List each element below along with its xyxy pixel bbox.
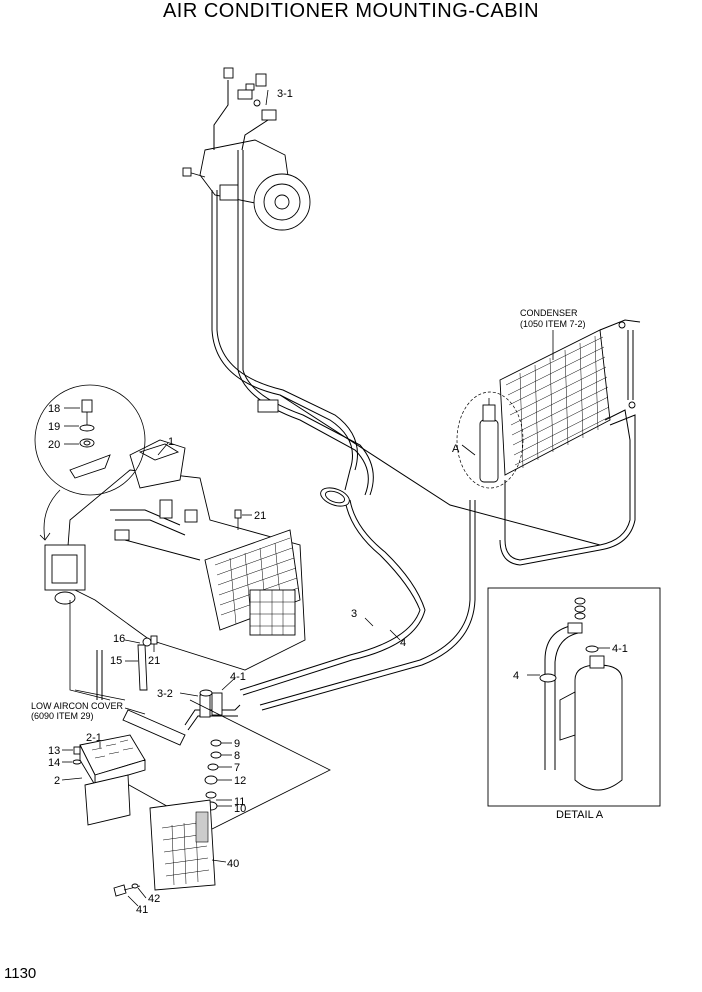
label-8: 8 [234, 750, 240, 762]
label-21: 21 [254, 510, 266, 522]
label-1: 1 [168, 436, 174, 448]
label-12: 12 [234, 775, 246, 787]
label-14: 14 [48, 757, 60, 769]
label-low-aircon-cover: LOW AIRCON COVER [31, 701, 124, 711]
label-4-1: 4-1 [230, 671, 246, 683]
label-9: 9 [234, 738, 240, 750]
label-low-aircon-cover-ref: (6090 ITEM 29) [31, 711, 94, 721]
drain-hose-15-16 [96, 635, 158, 700]
label-13: 13 [48, 745, 60, 757]
fastener-detail-circle [34, 384, 146, 496]
label-11: 11 [234, 796, 245, 808]
condenser [279, 319, 641, 566]
label-19: 19 [48, 421, 60, 433]
label-detail-a-caption: DETAIL A [556, 809, 604, 821]
refrigerant-hoses [211, 150, 476, 711]
label-15: 15 [110, 655, 122, 667]
screw-41-42 [113, 883, 147, 907]
control-panel [61, 734, 146, 826]
label-detail-4: 4 [513, 670, 519, 682]
page-title: AIR CONDITIONER MOUNTING-CABIN [162, 0, 540, 22]
label-detail-4-1: 4-1 [612, 643, 628, 655]
label-16: 16 [113, 633, 125, 645]
leader-lines [124, 89, 554, 715]
grille-40 [149, 799, 227, 891]
receiver-drier [456, 391, 524, 489]
label-condenser: CONDENSER [520, 308, 578, 318]
label-2: 2 [54, 775, 60, 787]
label-21b: 21 [148, 655, 160, 667]
low-aircon-cover-bracket [69, 600, 241, 746]
compressor-fittings [213, 67, 277, 151]
label-10: 10 [234, 803, 246, 815]
bolt-21 [234, 509, 252, 530]
compressor [182, 139, 311, 231]
detail-a-box [487, 587, 661, 807]
label-7: 7 [234, 762, 240, 774]
label-detail-a-marker: A [452, 443, 460, 455]
label-2-1: 2-1 [86, 732, 102, 744]
hvac-unit [39, 439, 306, 671]
label-20: 20 [48, 439, 60, 451]
page-number: 1130 [4, 965, 37, 982]
label-3-2: 3-2 [157, 688, 173, 700]
label-3: 3 [351, 608, 357, 620]
label-18: 18 [48, 403, 60, 415]
label-4: 4 [400, 637, 406, 649]
label-42: 42 [148, 893, 160, 905]
label-3-1: 3-1 [277, 88, 293, 100]
label-40: 40 [227, 858, 239, 870]
label-condenser-ref: (1050 ITEM 7-2) [520, 319, 586, 329]
label-41: 41 [136, 904, 148, 916]
